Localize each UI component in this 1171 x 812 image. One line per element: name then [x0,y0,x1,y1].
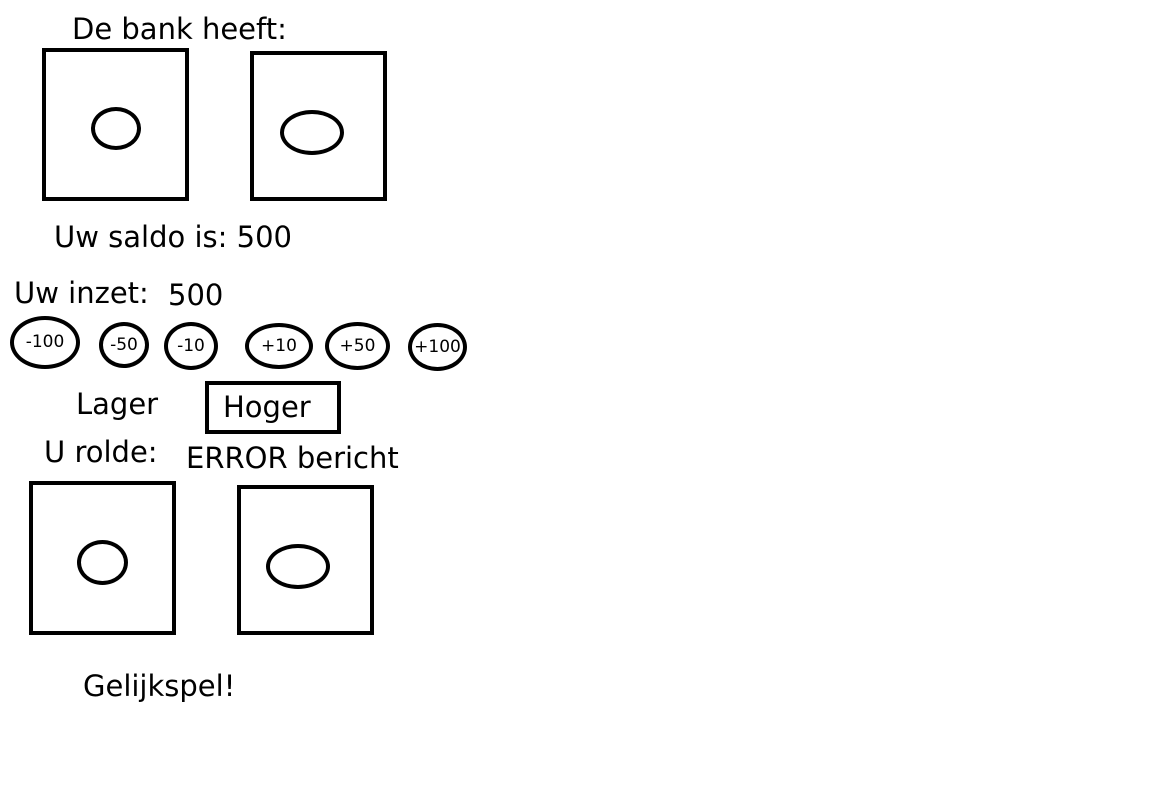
die-pip-icon [77,540,128,585]
die-pip-icon [266,544,330,589]
bet-value: 500 [168,278,224,312]
roll-label: U rolde: [44,435,158,469]
chip-minus-10[interactable]: -10 [164,322,218,370]
chip-plus-10[interactable]: +10 [245,323,313,369]
roll-die-2 [237,485,374,635]
die-pip-icon [280,110,344,155]
error-message: ERROR bericht [186,441,399,475]
roll-die-1 [29,481,176,635]
lower-button[interactable]: Lager [76,387,159,421]
die-pip-icon [91,107,141,150]
higher-button[interactable]: Hoger [205,381,341,434]
bank-die-2 [250,51,387,201]
chip-minus-100[interactable]: -100 [10,316,80,369]
chip-minus-50[interactable]: -50 [99,322,149,368]
chip-plus-100[interactable]: +100 [408,323,467,371]
bank-die-1 [42,48,189,201]
bet-label: Uw inzet: [14,276,149,310]
result-text: Gelijkspel! [83,669,236,703]
balance-text: Uw saldo is: 500 [54,220,292,254]
chip-plus-50[interactable]: +50 [325,322,390,370]
bank-label: De bank heeft: [72,12,287,46]
